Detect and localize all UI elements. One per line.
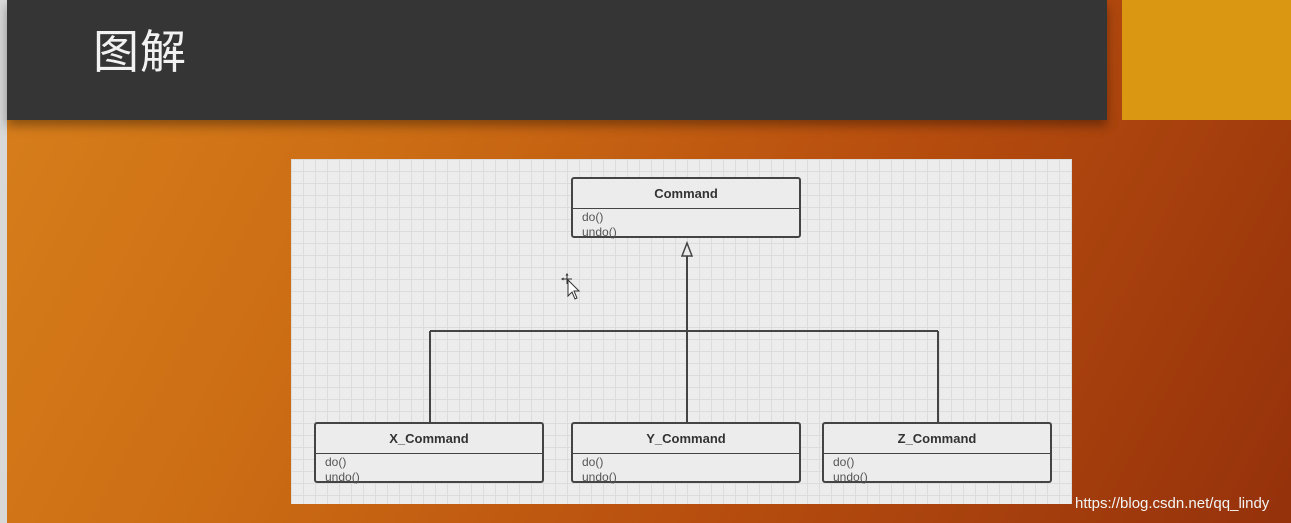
operation-do: do() <box>582 210 604 224</box>
title-bar: 图解 <box>7 0 1107 120</box>
slide-title: 图解 <box>93 25 187 79</box>
accent-block <box>1122 0 1291 120</box>
class-name: Z_Command <box>824 424 1050 454</box>
operation-undo: undo() <box>582 470 617 484</box>
watermark: https://blog.csdn.net/qq_lindy <box>1075 495 1270 512</box>
class-name: Command <box>573 179 799 209</box>
class-x-command[interactable]: X_Command do() undo() <box>314 422 544 484</box>
inheritance-connectors <box>429 240 939 423</box>
class-command[interactable]: Command do() undo() <box>571 177 801 239</box>
class-y-command[interactable]: Y_Command do() undo() <box>571 422 801 484</box>
operation-undo: undo() <box>325 470 360 484</box>
operation-do: do() <box>325 455 347 469</box>
operation-undo: undo() <box>582 225 617 239</box>
operation-undo: undo() <box>833 470 868 484</box>
generalization-arrowhead <box>680 240 694 257</box>
move-cursor-icon <box>561 273 581 300</box>
uml-diagram-canvas: Command do() undo() X_Command do() undo(… <box>291 159 1072 504</box>
class-name: X_Command <box>316 424 542 454</box>
operation-do: do() <box>833 455 855 469</box>
left-edge-strip <box>0 0 7 523</box>
class-name: Y_Command <box>573 424 799 454</box>
class-z-command[interactable]: Z_Command do() undo() <box>822 422 1052 484</box>
operation-do: do() <box>582 455 604 469</box>
